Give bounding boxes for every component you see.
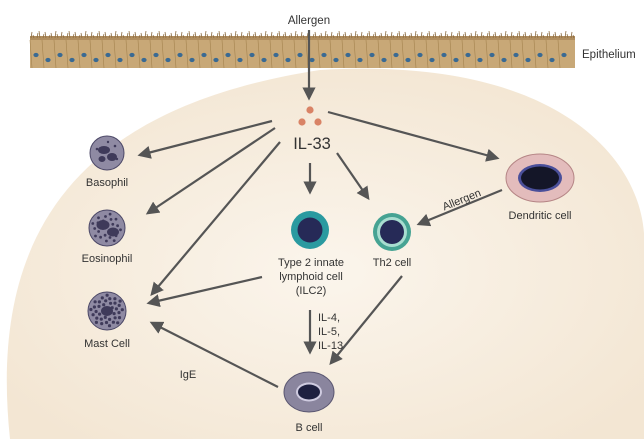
arrow-il33-to-th2: [336, 152, 370, 201]
arrow-b-cell-to-mast-cell: [149, 321, 279, 388]
arrow-th2-to-b-cell: [329, 275, 403, 366]
arrows: [137, 30, 503, 388]
ilc2-label-line1: Type 2 innate: [278, 257, 344, 269]
arrow-dendritic-to-th2: [416, 188, 503, 227]
th2-cell: [373, 213, 411, 251]
epithelium-label: Epithelium: [582, 49, 636, 61]
il33-molecules: [298, 106, 322, 126]
ilc2-label-line3: (ILC2): [296, 285, 327, 297]
epithelium-layer: [29, 30, 575, 69]
ilc2-label-line2: lymphoid cell: [279, 271, 343, 283]
cytokine-label-line3: IL-13: [318, 340, 343, 352]
arrow-il33-to-dendritic: [327, 110, 500, 162]
ige-label: IgE: [180, 369, 197, 381]
il33-label: IL-33: [293, 135, 331, 153]
th2-label: Th2 cell: [373, 257, 412, 269]
arrow-il33-to-mast-cell: [150, 141, 281, 297]
eosinophil-label: Eosinophil: [82, 253, 133, 265]
tissue-background: [6, 68, 644, 439]
basophil-cell: [89, 135, 125, 171]
basophil-label: Basophil: [86, 177, 128, 189]
mast-cell-label: Mast Cell: [84, 338, 130, 350]
dendritic-cell: [505, 153, 575, 203]
arrow-ilc2-to-mast-cell: [146, 275, 263, 308]
cytokine-label-line1: IL-4,: [318, 312, 340, 324]
dendritic-label: Dendritic cell: [509, 210, 572, 222]
ilc2-cell: [291, 211, 329, 249]
b-cell-label: B cell: [296, 422, 323, 434]
cytokine-label-line2: IL-5,: [318, 326, 340, 338]
b-cell: [283, 371, 335, 413]
mast-cell: [87, 291, 127, 331]
arrow-il33-to-basophil: [137, 119, 273, 159]
arrow-il33-to-eosinophil: [145, 127, 276, 215]
allergen-top-label: Allergen: [288, 15, 330, 27]
eosinophil-cell: [88, 209, 126, 247]
